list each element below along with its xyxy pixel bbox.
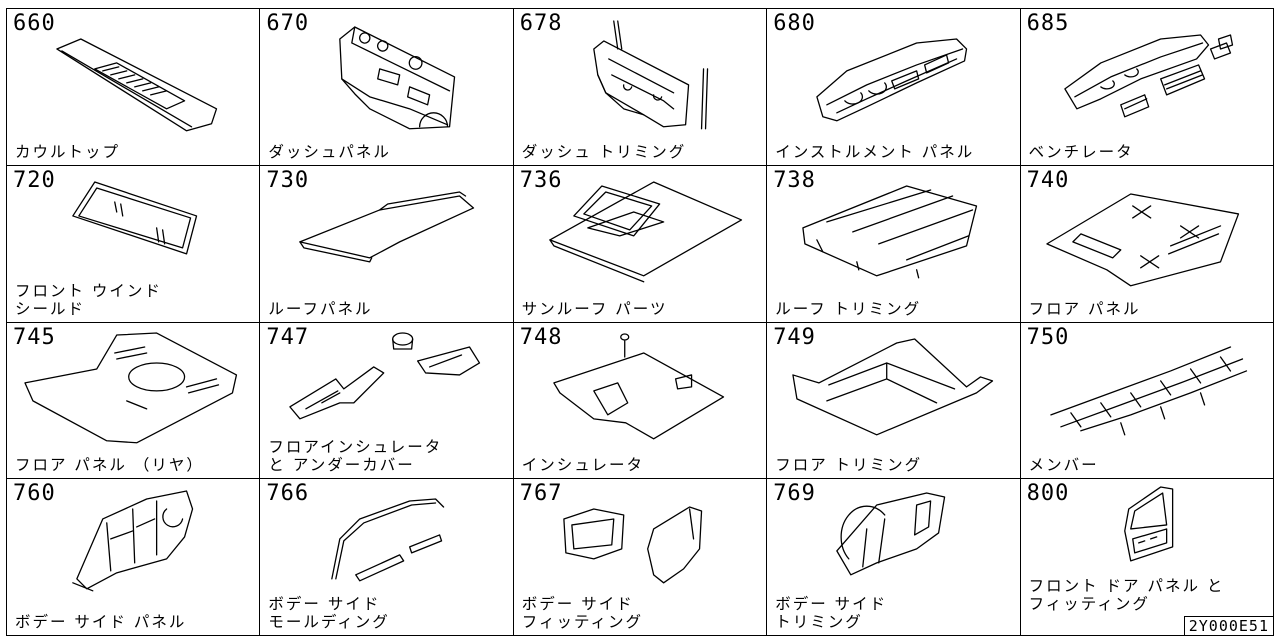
part-cell-680[interactable]: 680 インストルメント パネル (767, 9, 1021, 166)
side-molding-icon (331, 498, 445, 582)
part-code: 720 (13, 167, 56, 193)
part-cell-678[interactable]: 678 ダッシュ トリミング (513, 9, 768, 166)
part-label: ボデー サイド フィッティング (521, 595, 644, 631)
part-cell-685[interactable]: 685 ベンチレータ (1020, 9, 1274, 166)
part-code: 670 (266, 11, 310, 36)
part-label: フロア パネル （リヤ） (15, 456, 204, 475)
member-frame-icon (1049, 345, 1247, 435)
part-code: 769 (773, 481, 816, 507)
part-cell-748[interactable]: 748 インシュレータ (513, 322, 768, 480)
ventilator-icon (1063, 34, 1233, 118)
part-label: ルーフ トリミング (775, 299, 922, 318)
part-code: 750 (1026, 324, 1070, 350)
roof-panel-icon (299, 191, 475, 263)
part-code: 800 (1026, 481, 1070, 507)
part-label: ルーフパネル (268, 299, 373, 318)
part-cell-745[interactable]: 745 フロア パネル （リヤ） (7, 322, 261, 480)
part-label: ボデー サイド パネル (15, 613, 187, 631)
instrument-panel-icon (816, 38, 968, 122)
part-label: メンバー (1028, 456, 1099, 475)
part-code: 738 (773, 167, 816, 193)
part-cell-760[interactable]: 760 ボデー サイド パネル (7, 479, 261, 636)
part-label: ダッシュ トリミング (521, 142, 687, 161)
part-code: 730 (266, 167, 310, 193)
part-code: 740 (1026, 167, 1070, 193)
part-label: インシュレータ (521, 456, 644, 475)
part-label: サンルーフ パーツ (521, 299, 668, 318)
part-code: 748 (519, 324, 563, 350)
part-cell-750[interactable]: 750 メンバー (1020, 322, 1274, 480)
part-code: 685 (1026, 11, 1070, 36)
part-label: フロアインシュレータ と アンダーカバー (268, 438, 443, 475)
windshield-icon (72, 181, 198, 255)
sunroof-icon (549, 181, 742, 283)
part-label: カウルトップ (15, 142, 121, 161)
part-label: フロント ドア パネル と フィッティング (1028, 577, 1225, 613)
floor-trimming-icon (792, 337, 994, 435)
floor-panel-icon (1045, 193, 1239, 287)
rear-floor-panel-icon (24, 331, 238, 443)
part-code: 747 (266, 324, 310, 350)
part-cell-738[interactable]: 738 ルーフ トリミング (767, 165, 1021, 323)
side-fitting-icon (563, 506, 702, 584)
part-code: 678 (519, 11, 563, 36)
insulator-icon (553, 332, 724, 439)
part-label: ボデー サイド トリミング (775, 595, 888, 631)
front-door-icon (1123, 486, 1173, 562)
part-label: ダッシュパネル (268, 142, 391, 161)
part-label: ベンチレータ (1028, 142, 1134, 161)
body-side-panel-icon (72, 490, 194, 592)
part-label: フロア パネル (1028, 299, 1141, 318)
parts-catalog-grid: 660 カウルトップ 670 ダッシュパネル 678 (6, 8, 1274, 636)
roof-trimming-icon (802, 185, 978, 279)
part-cell-670[interactable]: 670 ダッシュパネル (260, 9, 514, 166)
dash-panel-icon (339, 26, 456, 130)
part-cell-730[interactable]: 730 ルーフパネル (260, 165, 514, 323)
part-label: インストルメント パネル (775, 142, 975, 161)
floor-insulator-icon (289, 331, 481, 419)
part-cell-769[interactable]: 769 ボデー サイド トリミング (767, 479, 1021, 636)
dash-trimming-icon (592, 20, 708, 130)
part-label: フロント ウインド シールド (15, 281, 162, 318)
part-cell-747[interactable]: 747 フロアインシュレータ と アンダーカバー (260, 322, 514, 480)
part-code: 766 (266, 481, 310, 507)
part-code: 736 (519, 167, 563, 193)
part-code: 745 (13, 324, 56, 350)
part-code: 749 (773, 324, 816, 350)
part-cell-749[interactable]: 749 フロア トリミング (767, 322, 1021, 480)
side-trimming-icon (836, 492, 946, 576)
part-code: 760 (13, 481, 56, 507)
cowl-top-icon (56, 38, 218, 132)
part-cell-800[interactable]: 800 フロント ドア パネル と フィッティング (1020, 479, 1274, 636)
part-cell-740[interactable]: 740 フロア パネル (1020, 165, 1274, 323)
part-cell-736[interactable]: 736 サンルーフ パーツ (513, 165, 768, 323)
part-label: ボデー サイド モールディング (268, 595, 390, 631)
part-cell-767[interactable]: 767 ボデー サイド フィッティング (513, 479, 768, 636)
part-code: 767 (519, 481, 563, 507)
part-cell-766[interactable]: 766 ボデー サイド モールディング (260, 479, 514, 636)
part-label: フロア トリミング (775, 456, 923, 475)
part-cell-720[interactable]: 720 フロント ウインド シールド (7, 165, 261, 323)
part-cell-660[interactable]: 660 カウルトップ (7, 9, 261, 166)
part-code: 660 (13, 11, 56, 36)
diagram-id-label: 2Y000E51 (1183, 616, 1274, 636)
part-code: 680 (773, 11, 816, 36)
